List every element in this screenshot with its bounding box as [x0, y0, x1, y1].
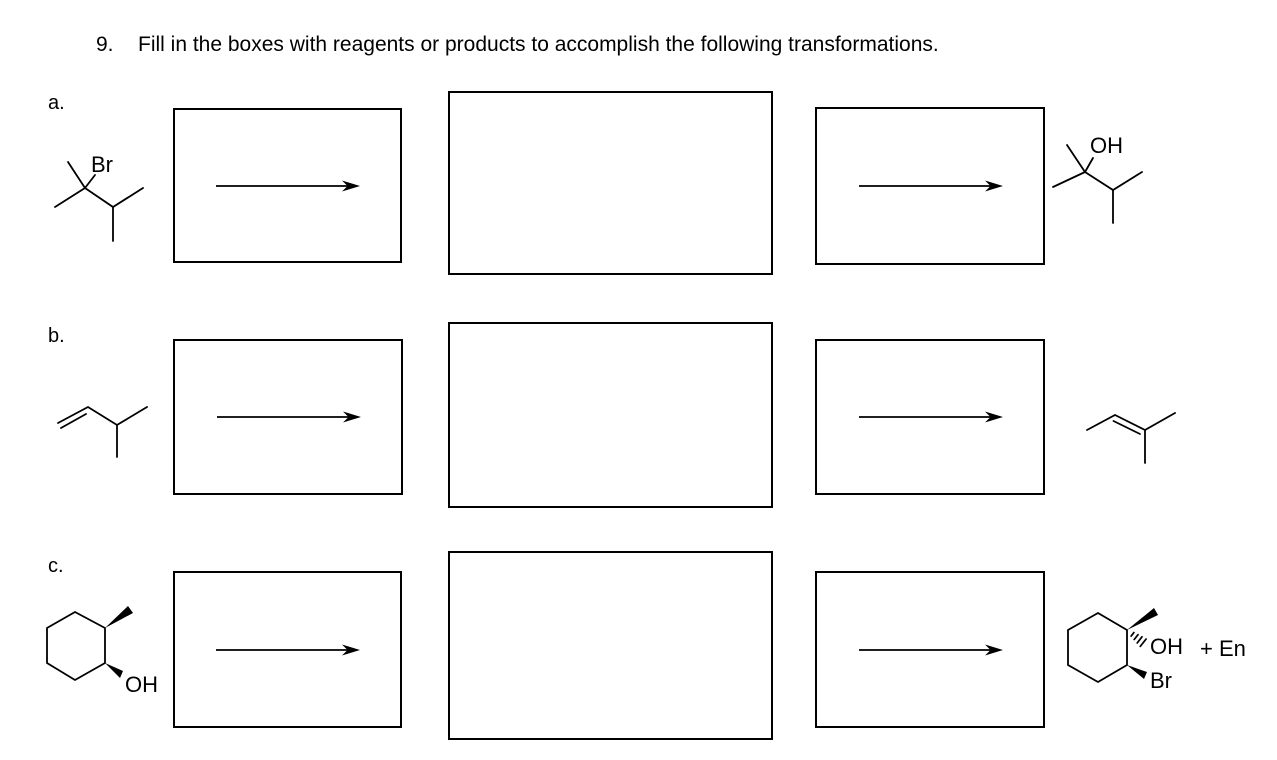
reaction-arrow-icon — [216, 644, 360, 655]
answer-box-a-intermediate-product[interactable] — [448, 91, 773, 275]
reaction-arrow-icon — [858, 644, 1003, 655]
question-title: Fill in the boxes with reagents or produ… — [138, 33, 939, 56]
plus-enantiomer-label: + En — [1200, 636, 1246, 661]
structure-a-product-2,3-dimethylbutan-2-ol-icon: OH — [1052, 133, 1143, 224]
answer-box-a-reagents-2[interactable] — [815, 107, 1045, 265]
answer-box-b-reagents-2[interactable] — [815, 339, 1045, 495]
row-label-c: c. — [48, 555, 64, 577]
answer-box-c-intermediate-product[interactable] — [448, 551, 773, 740]
structure-a-reactant-2-bromo-2,3-dimethylbutane-icon: Br — [54, 152, 144, 242]
row-label-b: b. — [48, 325, 65, 347]
atom-label-oh: OH — [1150, 634, 1183, 659]
atom-label-oh: OH — [125, 672, 158, 697]
structure-b-product-2-methyl-2-butene-icon — [1086, 412, 1176, 464]
answer-box-c-reagents-1[interactable] — [173, 571, 402, 728]
reaction-arrow-icon — [858, 180, 1003, 192]
reaction-arrow-icon — [858, 411, 1003, 423]
answer-box-b-reagents-1[interactable] — [173, 339, 403, 495]
question-number: 9. — [96, 33, 114, 56]
structure-c-reactant-2-methylcyclohexanol-icon: OH — [46, 606, 158, 697]
atom-label-br: Br — [1150, 668, 1172, 693]
structure-c-product-2-bromo-1-methylcyclohexanol-icon: OH Br — [1067, 608, 1183, 693]
structure-b-reactant-3-methyl-1-butene-icon — [57, 405, 148, 458]
row-label-a: a. — [48, 92, 65, 114]
answer-box-b-intermediate-product[interactable] — [448, 322, 773, 508]
atom-label-br: Br — [91, 152, 113, 177]
reaction-arrow-icon — [216, 411, 361, 423]
answer-box-c-reagents-2[interactable] — [815, 571, 1045, 728]
reaction-arrow-icon — [216, 180, 360, 191]
atom-label-oh: OH — [1090, 133, 1123, 158]
answer-box-a-reagents-1[interactable] — [173, 108, 402, 263]
